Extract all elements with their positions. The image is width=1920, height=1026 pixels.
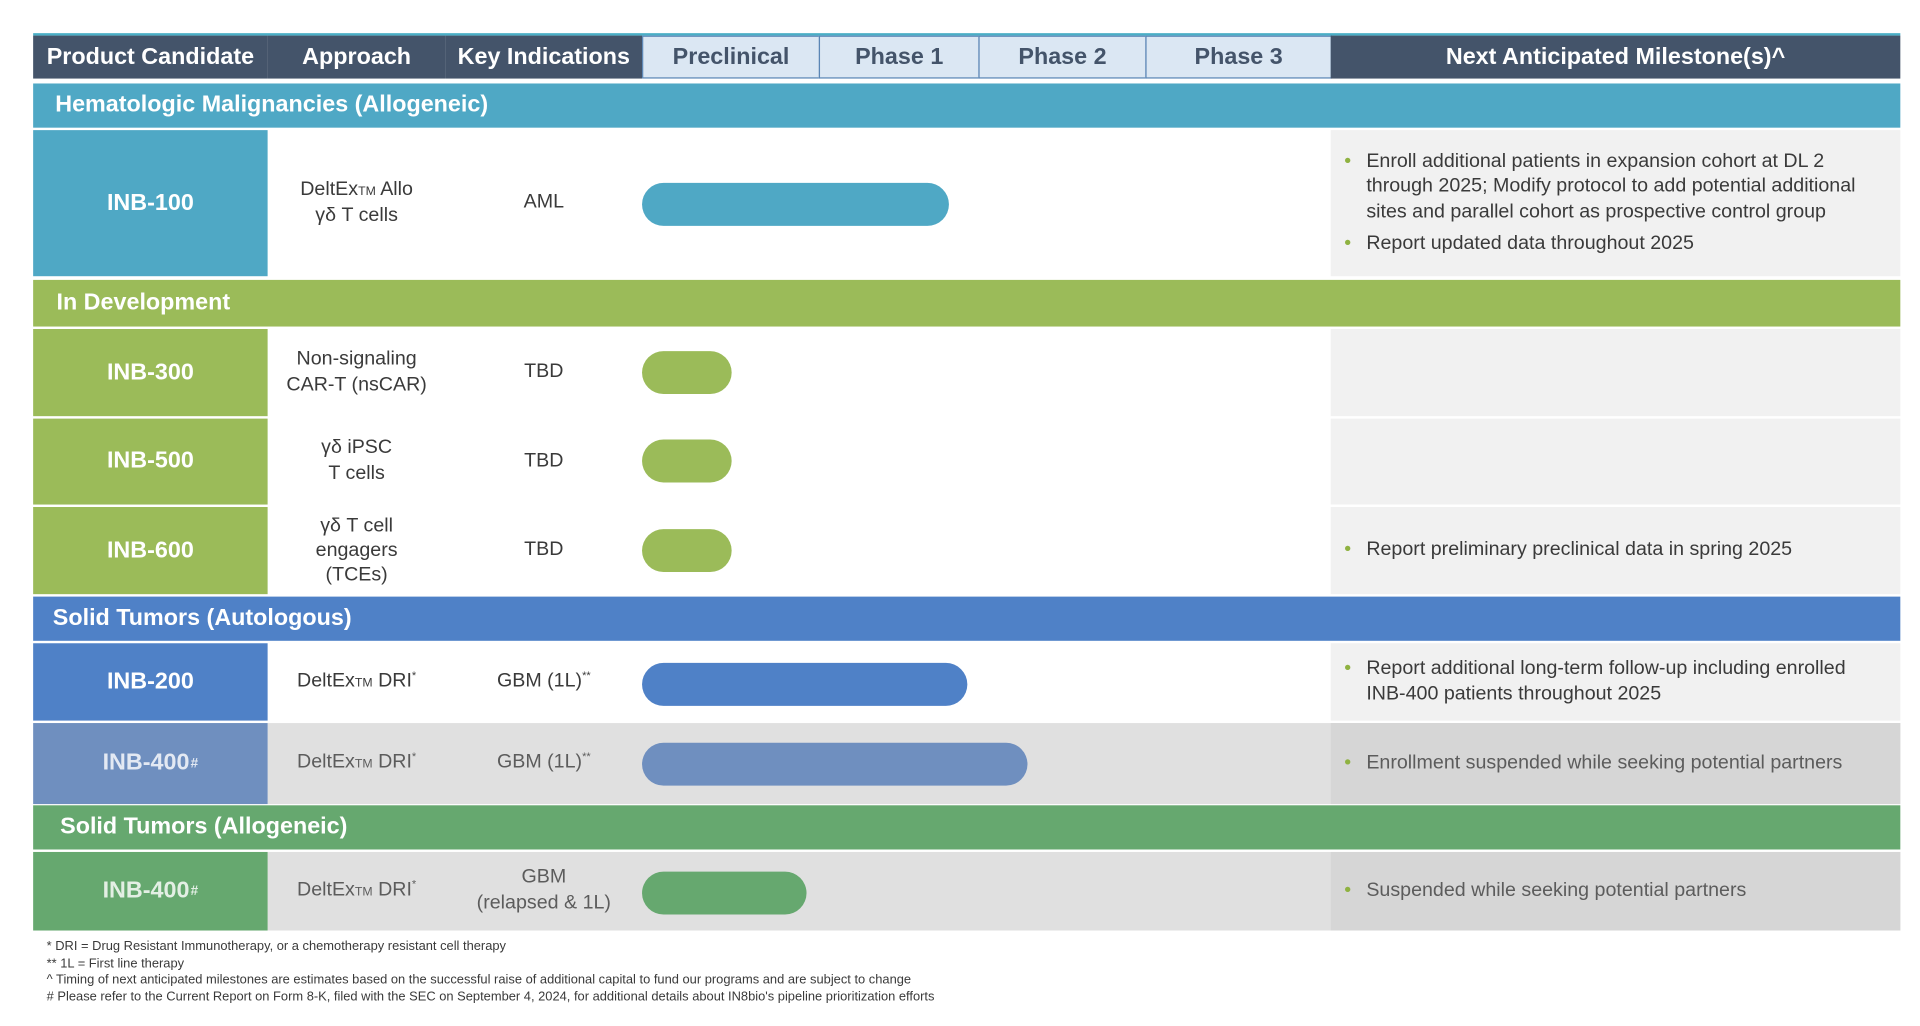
- header-phase2: Phase 2: [978, 35, 1147, 79]
- header-product-candidate: Product Candidate: [33, 35, 268, 79]
- progress-bar-inb-300: [642, 351, 732, 395]
- milestones-inb-300: [1330, 328, 1901, 417]
- progress-bar-inb-500: [642, 439, 732, 483]
- milestone-item: Enroll additional patients in expansion …: [1344, 149, 1885, 224]
- candidate-inb-400-autologous: INB-400#: [33, 723, 268, 805]
- footnotes: * DRI = Drug Resistant Immunotherapy, or…: [47, 939, 1520, 1005]
- footnote-1l: ** 1L = First line therapy: [46, 955, 185, 971]
- indication-inb-600: TBD: [524, 539, 564, 560]
- approach-inb-400-autologous: DeltExTM DRI*: [297, 750, 417, 774]
- candidate-inb-200: INB-200: [33, 643, 268, 721]
- footnote-8k: # Please refer to the Current Report on …: [46, 988, 935, 1004]
- approach-inb-200: DeltExTM DRI*: [297, 668, 417, 692]
- footnote-milestone-timing: ^ Timing of next anticipated milestones …: [46, 972, 912, 987]
- top-rule: [33, 33, 1901, 36]
- milestone-item: Report additional long-term follow-up in…: [1344, 657, 1885, 707]
- header-phase1: Phase 1: [818, 35, 980, 79]
- indication-inb-400-autologous: GBM (1L)**: [496, 750, 591, 774]
- candidate-inb-400-allogeneic: INB-400#: [33, 851, 268, 931]
- milestones-inb-400-allogeneic: Suspended while seeking potential partne…: [1330, 851, 1901, 931]
- milestone-item: Enrollment suspended while seeking poten…: [1344, 751, 1885, 777]
- milestone-item: Suspended while seeking potential partne…: [1344, 879, 1885, 905]
- milestones-inb-100: Enroll additional patients in expansion …: [1330, 130, 1901, 277]
- header-key-indications: Key Indications: [445, 35, 643, 79]
- approach-inb-400-allogeneic: DeltExTM DRI*: [297, 878, 417, 901]
- header-approach: Approach: [267, 35, 446, 79]
- progress-bar-inb-600: [642, 529, 732, 573]
- progress-bar-inb-100: [642, 182, 949, 226]
- candidate-inb-600: INB-600: [33, 506, 268, 595]
- indication-inb-100: AML: [523, 191, 565, 213]
- candidate-inb-100: INB-100: [33, 130, 268, 277]
- milestones-inb-500: [1330, 418, 1901, 505]
- milestone-item: Report updated data throughout 2025: [1344, 232, 1885, 258]
- candidate-inb-300: INB-300: [33, 328, 268, 417]
- progress-bar-inb-400-allogeneic: [642, 871, 807, 915]
- section-in-development: In Development: [33, 279, 1901, 327]
- progress-bar-inb-200: [642, 662, 968, 706]
- milestone-item: Report preliminary preclinical data in s…: [1344, 538, 1885, 564]
- progress-bar-inb-400-autologous: [642, 742, 1028, 786]
- footnote-dri: * DRI = Drug Resistant Immunotherapy, or…: [46, 939, 507, 954]
- section-solid-tumors-autologous: Solid Tumors (Autologous): [33, 596, 1901, 641]
- indication-inb-300: TBD: [524, 361, 564, 382]
- header-phase3: Phase 3: [1145, 35, 1332, 79]
- milestones-inb-600: Report preliminary preclinical data in s…: [1330, 506, 1901, 595]
- section-hematologic-malignancies: Hematologic Malignancies (Allogeneic): [33, 83, 1901, 128]
- section-solid-tumors-allogeneic: Solid Tumors (Allogeneic): [33, 805, 1901, 850]
- header-preclinical: Preclinical: [642, 35, 821, 79]
- candidate-inb-500: INB-500: [33, 418, 268, 505]
- milestones-inb-200: Report additional long-term follow-up in…: [1330, 643, 1901, 721]
- indication-inb-500: TBD: [524, 450, 564, 471]
- indication-inb-400-allogeneic: GBM(relapsed & 1L): [476, 866, 611, 914]
- milestones-inb-400-autologous: Enrollment suspended while seeking poten…: [1330, 723, 1901, 805]
- header-milestones: Next Anticipated Milestone(s)^: [1330, 35, 1901, 79]
- indication-inb-200: GBM (1L)**: [496, 668, 591, 692]
